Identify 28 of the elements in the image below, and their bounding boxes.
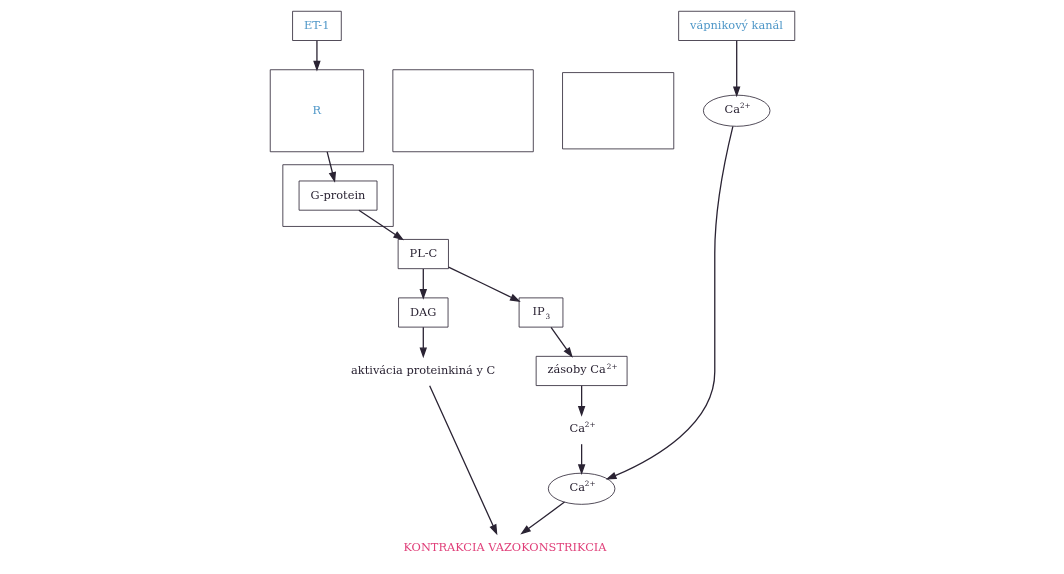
node-box <box>561 72 674 150</box>
arrow <box>447 266 521 302</box>
node-box: IP$_{3}$ <box>518 297 563 328</box>
arrow <box>312 40 321 72</box>
arrow <box>357 209 404 241</box>
arrow <box>428 385 497 536</box>
arrow <box>577 385 585 417</box>
arrow <box>419 268 427 300</box>
node-box: R <box>269 69 364 153</box>
node-text: Ca$^{2+}$ <box>568 420 596 435</box>
arrow <box>605 125 734 480</box>
node-box: G-protein <box>298 180 377 211</box>
node-ellipse: Ca$^{2+}$ <box>702 94 770 127</box>
arrow <box>549 326 573 358</box>
node-box: PL-C <box>397 239 449 270</box>
node-box: DAG <box>397 297 448 328</box>
arrow <box>419 326 427 359</box>
node-box: zásoby Ca$^{2+}$ <box>535 355 627 386</box>
cluster <box>281 164 394 227</box>
arrow <box>519 501 565 535</box>
node-text: KONTRAKCIA VAZOKONSTRIKCIA <box>402 540 607 555</box>
arrow <box>577 443 585 476</box>
node-box <box>391 69 534 153</box>
node-text: aktivácia proteinkiná y C <box>350 362 495 377</box>
arrow <box>326 151 336 183</box>
node-box: vápnikový kanál <box>677 10 795 41</box>
arrow <box>732 40 740 98</box>
node-box: ET-1 <box>291 10 342 41</box>
